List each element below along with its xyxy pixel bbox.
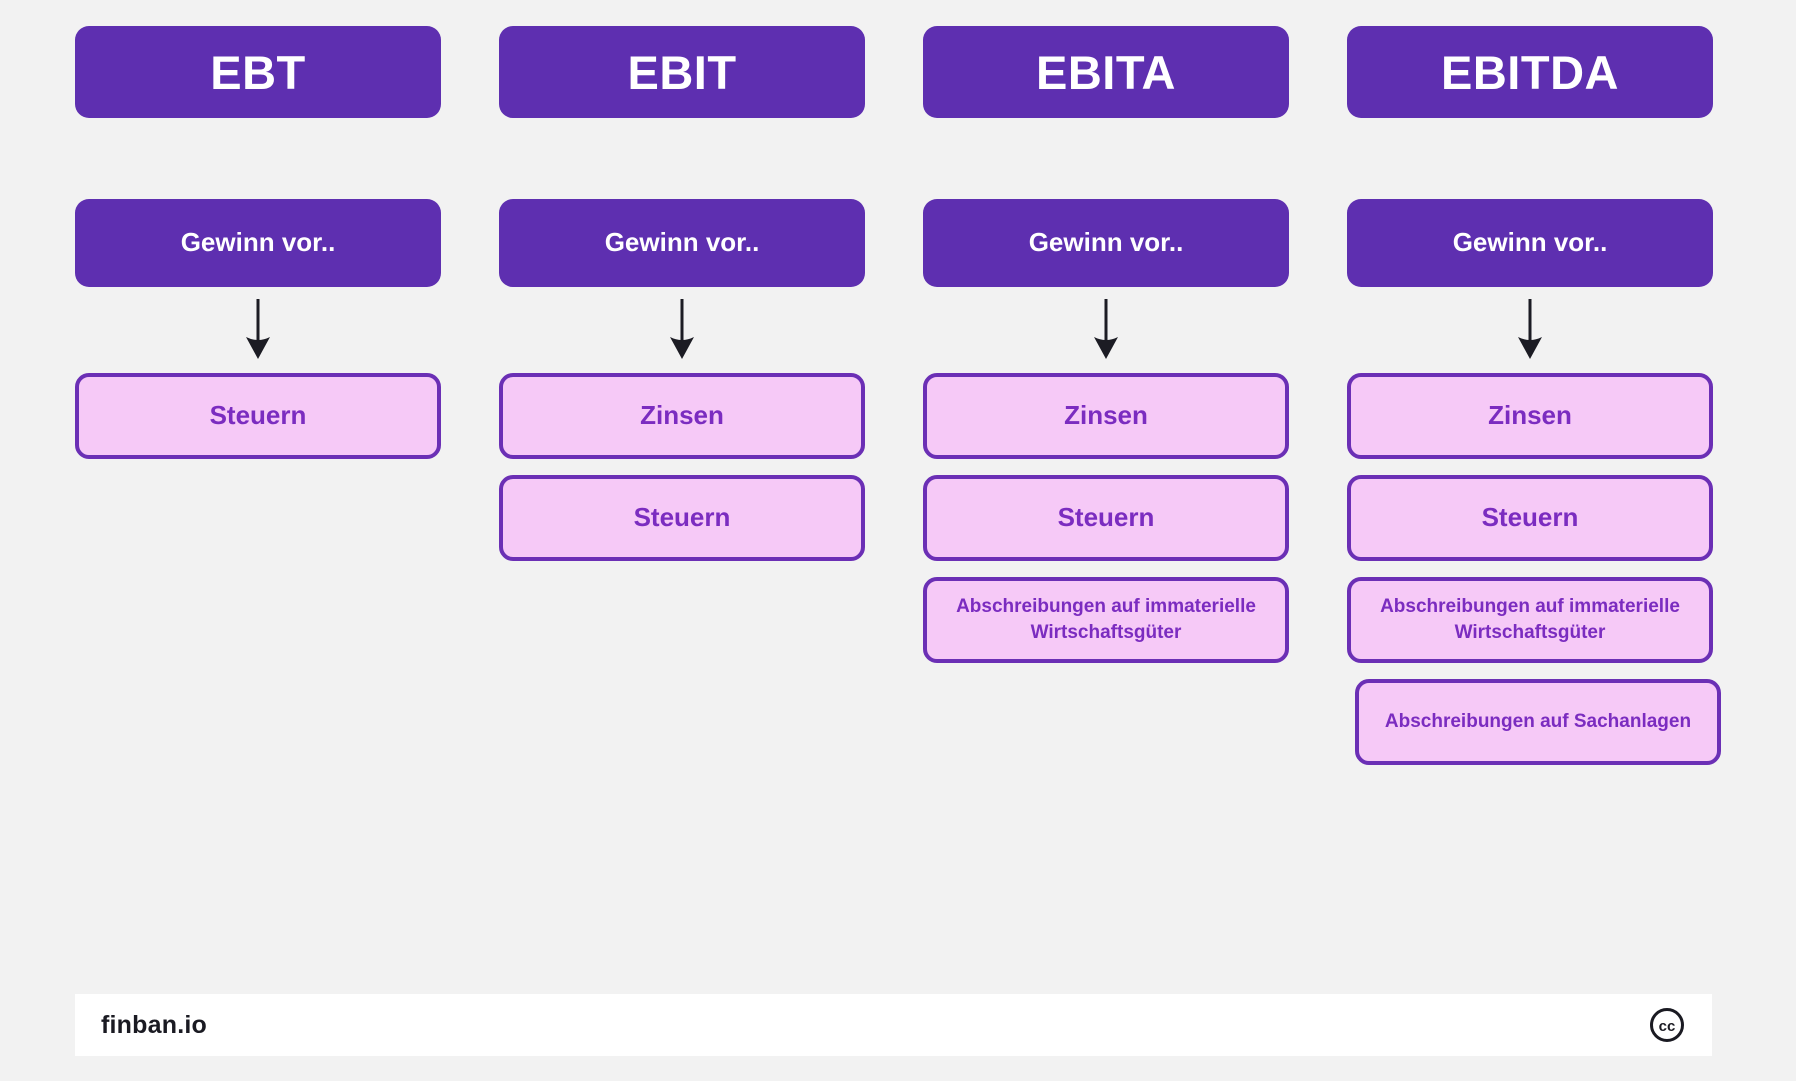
down-arrow-icon	[75, 287, 441, 373]
creative-commons-icon: cc	[1648, 1006, 1686, 1044]
item-box[interactable]: Zinsen	[499, 373, 865, 459]
svg-text:cc: cc	[1659, 1018, 1676, 1035]
down-arrow-icon	[1347, 287, 1713, 373]
item-box[interactable]: Steuern	[499, 475, 865, 561]
header-chip-ebt[interactable]: EBT	[75, 26, 441, 118]
header-chip-ebita[interactable]: EBITA	[923, 26, 1289, 118]
columns-container: EBT Gewinn vor.. Steuern EBIT Gewinn vor.. Zi…	[75, 26, 1721, 765]
header-spacer	[923, 118, 1289, 199]
item-list: Steuern	[75, 373, 441, 459]
item-box[interactable]: Abschreibungen auf immaterielle Wirtscha…	[923, 577, 1289, 663]
profit-box[interactable]: Gewinn vor..	[499, 199, 865, 287]
column-ebt: EBT Gewinn vor.. Steuern	[75, 26, 441, 765]
profit-box[interactable]: Gewinn vor..	[75, 199, 441, 287]
profit-box[interactable]: Gewinn vor..	[923, 199, 1289, 287]
item-box[interactable]: Steuern	[75, 373, 441, 459]
down-arrow-icon	[499, 287, 865, 373]
item-box[interactable]: Zinsen	[923, 373, 1289, 459]
item-box[interactable]: Steuern	[1347, 475, 1713, 561]
header-chip-ebit[interactable]: EBIT	[499, 26, 865, 118]
header-spacer	[75, 118, 441, 199]
profit-box[interactable]: Gewinn vor..	[1347, 199, 1713, 287]
header-chip-ebitda[interactable]: EBITDA	[1347, 26, 1713, 118]
item-box[interactable]: Abschreibungen auf Sachanlagen	[1355, 679, 1721, 765]
item-box[interactable]: Zinsen	[1347, 373, 1713, 459]
footer-bar: finban.io cc	[75, 994, 1712, 1056]
down-arrow-icon	[923, 287, 1289, 373]
header-spacer	[499, 118, 865, 199]
item-box[interactable]: Steuern	[923, 475, 1289, 561]
header-spacer	[1347, 118, 1713, 199]
item-box[interactable]: Abschreibungen auf immaterielle Wirtscha…	[1347, 577, 1713, 663]
brand-label: finban.io	[101, 1010, 207, 1039]
